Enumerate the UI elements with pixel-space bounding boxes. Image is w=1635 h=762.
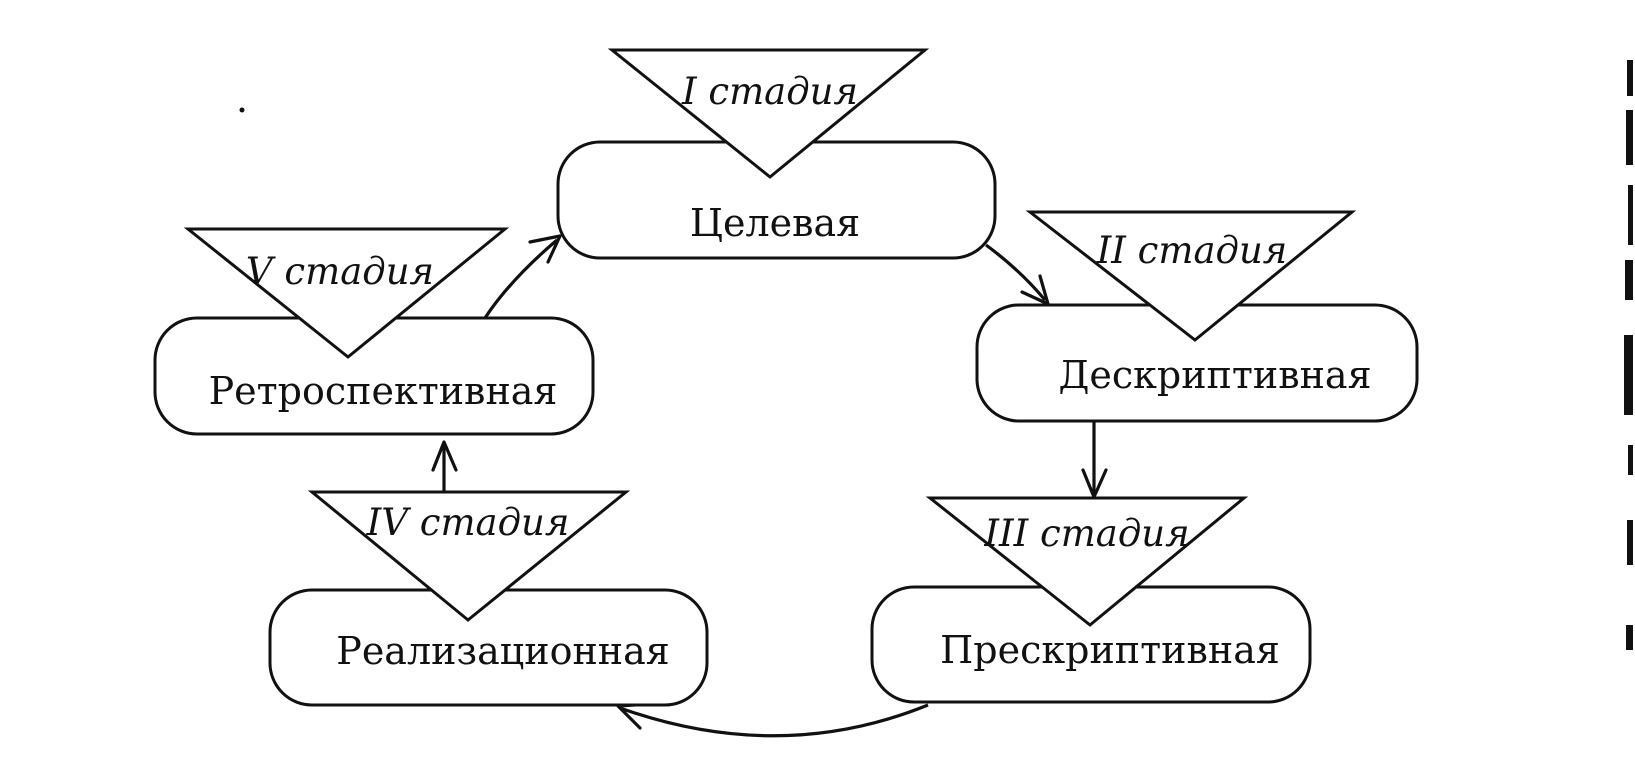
stage-label-target: I стадия bbox=[681, 70, 858, 113]
node-prescriptive: III стадия Прескриптивная bbox=[870, 496, 1312, 704]
stage-label-prescriptive: III стадия bbox=[983, 512, 1189, 555]
scan-edge-mark bbox=[1625, 260, 1633, 300]
scan-edge-mark bbox=[1626, 110, 1633, 165]
page-edge-marks bbox=[239, 60, 1633, 650]
node-label-retrospective: Ретроспективная bbox=[209, 369, 558, 413]
scan-speck bbox=[239, 107, 245, 113]
scan-edge-mark bbox=[1627, 520, 1633, 565]
node-target: I стадия Целевая bbox=[556, 48, 997, 260]
stage-label-retrospective: V стадия bbox=[246, 250, 434, 293]
node-label-target: Целевая bbox=[690, 201, 860, 245]
stage-label-descriptive: II стадия bbox=[1096, 229, 1288, 272]
node-label-realization: Реализационная bbox=[336, 629, 669, 673]
scan-edge-mark bbox=[1627, 60, 1633, 96]
node-retrospective: V стадия Ретроспективная bbox=[153, 227, 595, 436]
scan-edge-mark bbox=[1626, 625, 1633, 650]
stage-label-realization: IV стадия bbox=[366, 501, 570, 544]
scan-edge-mark bbox=[1628, 185, 1633, 245]
stage-marker-realization bbox=[307, 490, 631, 622]
edge-prescriptive-to-realization bbox=[619, 703, 929, 738]
stage-marker-descriptive bbox=[1025, 210, 1357, 342]
node-label-descriptive: Дескриптивная bbox=[1058, 353, 1371, 397]
edge-target-to-descriptive bbox=[985, 243, 1047, 302]
arrowhead-target bbox=[528, 234, 562, 264]
node-realization: IV стадия Реализационная bbox=[268, 490, 709, 707]
stage-marker-prescriptive bbox=[925, 496, 1249, 627]
scan-edge-mark bbox=[1624, 335, 1633, 415]
stage-marker-retrospective bbox=[183, 227, 510, 359]
stage-marker-target bbox=[607, 48, 930, 179]
edge-retrospective-to-target bbox=[483, 238, 559, 319]
node-descriptive: II стадия Дескриптивная bbox=[975, 210, 1419, 423]
scan-edge-mark bbox=[1628, 445, 1633, 475]
arrowhead-retrospective bbox=[431, 440, 458, 472]
node-label-prescriptive: Прескриптивная bbox=[940, 628, 1280, 672]
